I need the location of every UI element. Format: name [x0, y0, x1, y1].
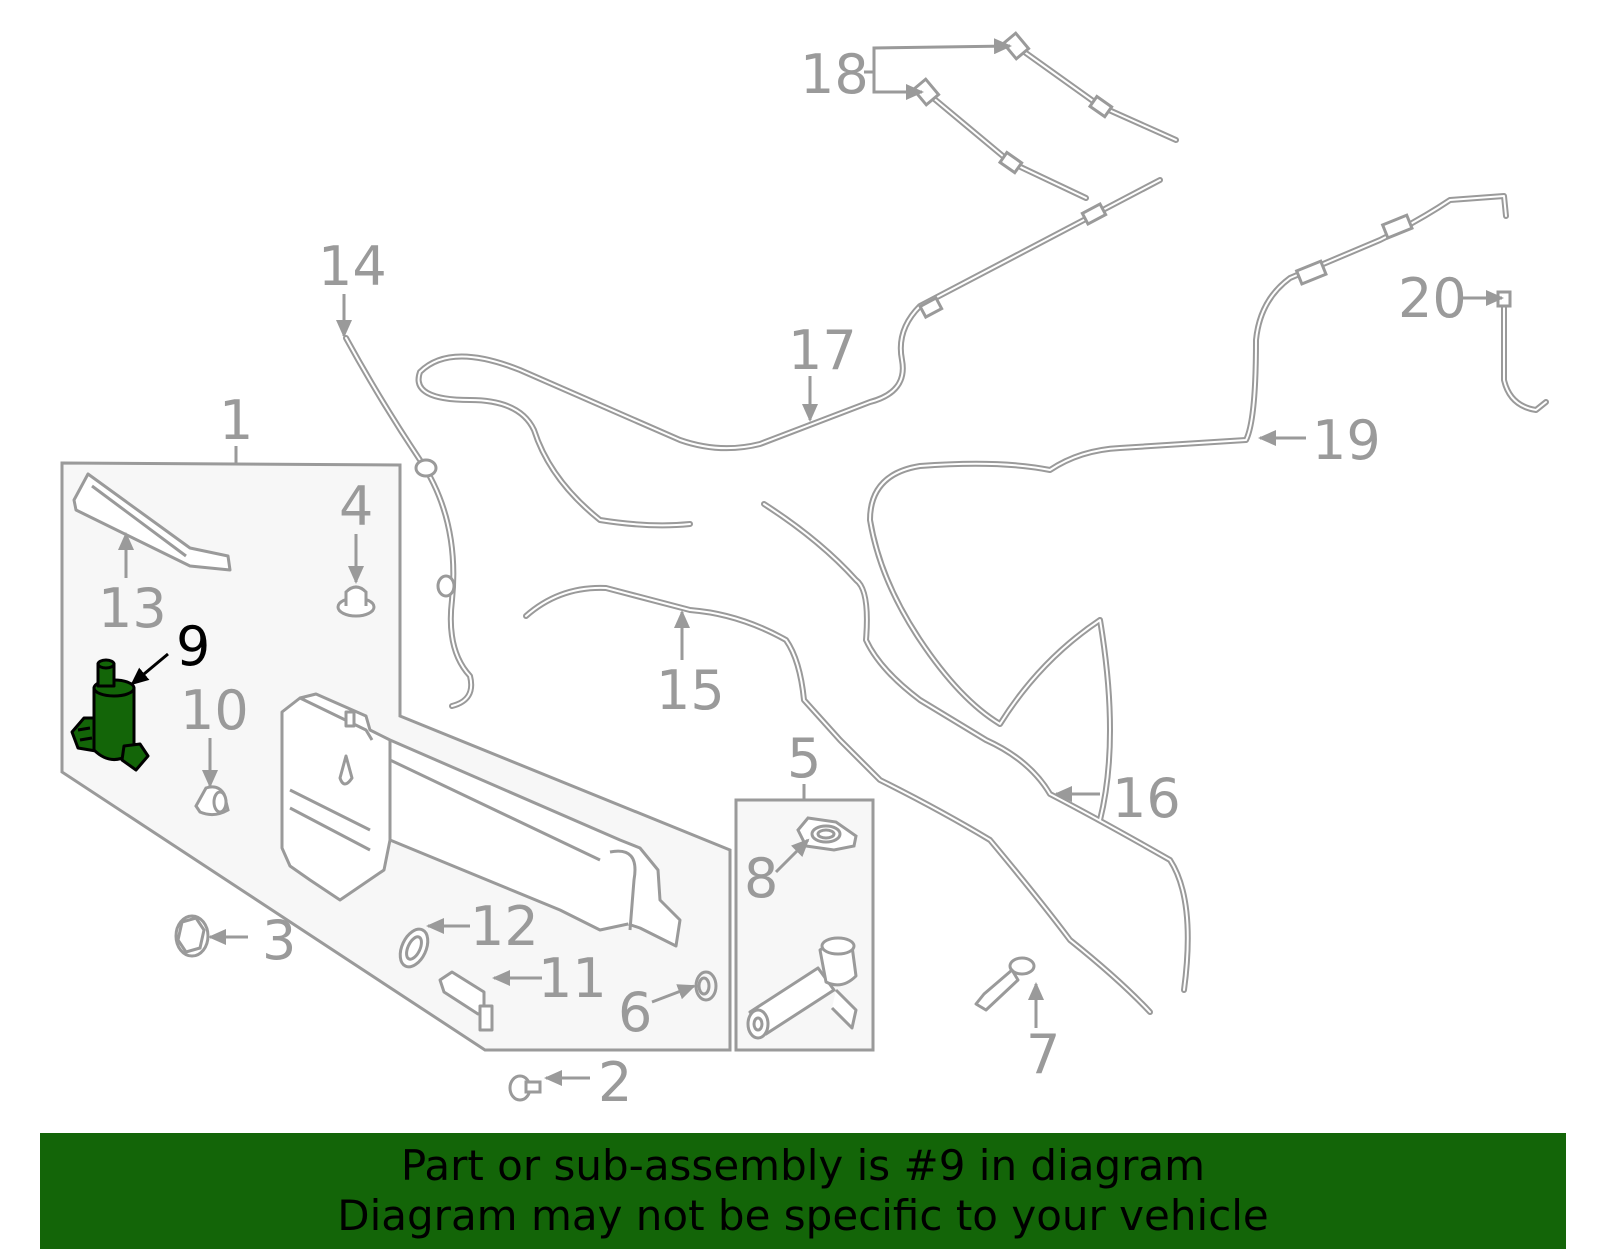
callout-9[interactable]: 9 [176, 615, 211, 678]
part-13-bracket[interactable] [72, 472, 232, 572]
callout-2: 2 [598, 1051, 633, 1114]
callout-15: 15 [656, 659, 725, 722]
info-banner: Part or sub-assembly is #9 in diagram Di… [40, 1133, 1566, 1249]
callout-7: 7 [1026, 1023, 1061, 1086]
washer-reservoir [280, 692, 682, 948]
callout-16: 16 [1112, 767, 1181, 830]
part-11-sensor[interactable] [438, 970, 494, 1032]
callout-18: 18 [800, 43, 869, 106]
part-18-hose-upper[interactable] [1013, 43, 1179, 143]
callout-3: 3 [262, 909, 297, 972]
part-12-seal[interactable] [395, 925, 434, 971]
hose-connectors [414, 31, 1512, 598]
callout-14: 14 [318, 235, 387, 298]
arrow-9 [130, 652, 169, 686]
callout-8: 8 [744, 847, 779, 910]
callout-13: 13 [98, 577, 167, 640]
arrow-8 [774, 838, 810, 874]
part-4-grommet[interactable] [336, 585, 376, 618]
part-8-gasket[interactable] [796, 816, 858, 852]
part-5-filler-neck[interactable] [746, 936, 858, 1040]
callout-6: 6 [618, 981, 653, 1044]
callout-10: 10 [180, 679, 249, 742]
part-9-washer-pump[interactable] [70, 658, 150, 772]
banner-line-1: Part or sub-assembly is #9 in diagram [400, 1141, 1206, 1190]
part-6-o-ring[interactable] [694, 970, 718, 1002]
arrow-6 [651, 984, 696, 1004]
part-3-nut[interactable] [174, 914, 210, 958]
callout-12: 12 [470, 895, 539, 958]
callout-17: 17 [788, 319, 857, 382]
callout-19: 19 [1312, 409, 1381, 472]
arrow-18 [864, 38, 1012, 100]
callout-20: 20 [1398, 267, 1467, 330]
banner-line-2: Diagram may not be specific to your vehi… [337, 1191, 1269, 1240]
part-7-push-clip[interactable] [974, 956, 1036, 1012]
callout-5: 5 [787, 727, 822, 790]
callout-4: 4 [339, 475, 374, 538]
part-10-grommet[interactable] [194, 785, 230, 817]
callout-11: 11 [538, 947, 607, 1010]
part-2-bolt[interactable] [508, 1074, 542, 1102]
callout-1: 1 [219, 389, 254, 452]
part-18-hose-lower[interactable] [923, 89, 1089, 201]
